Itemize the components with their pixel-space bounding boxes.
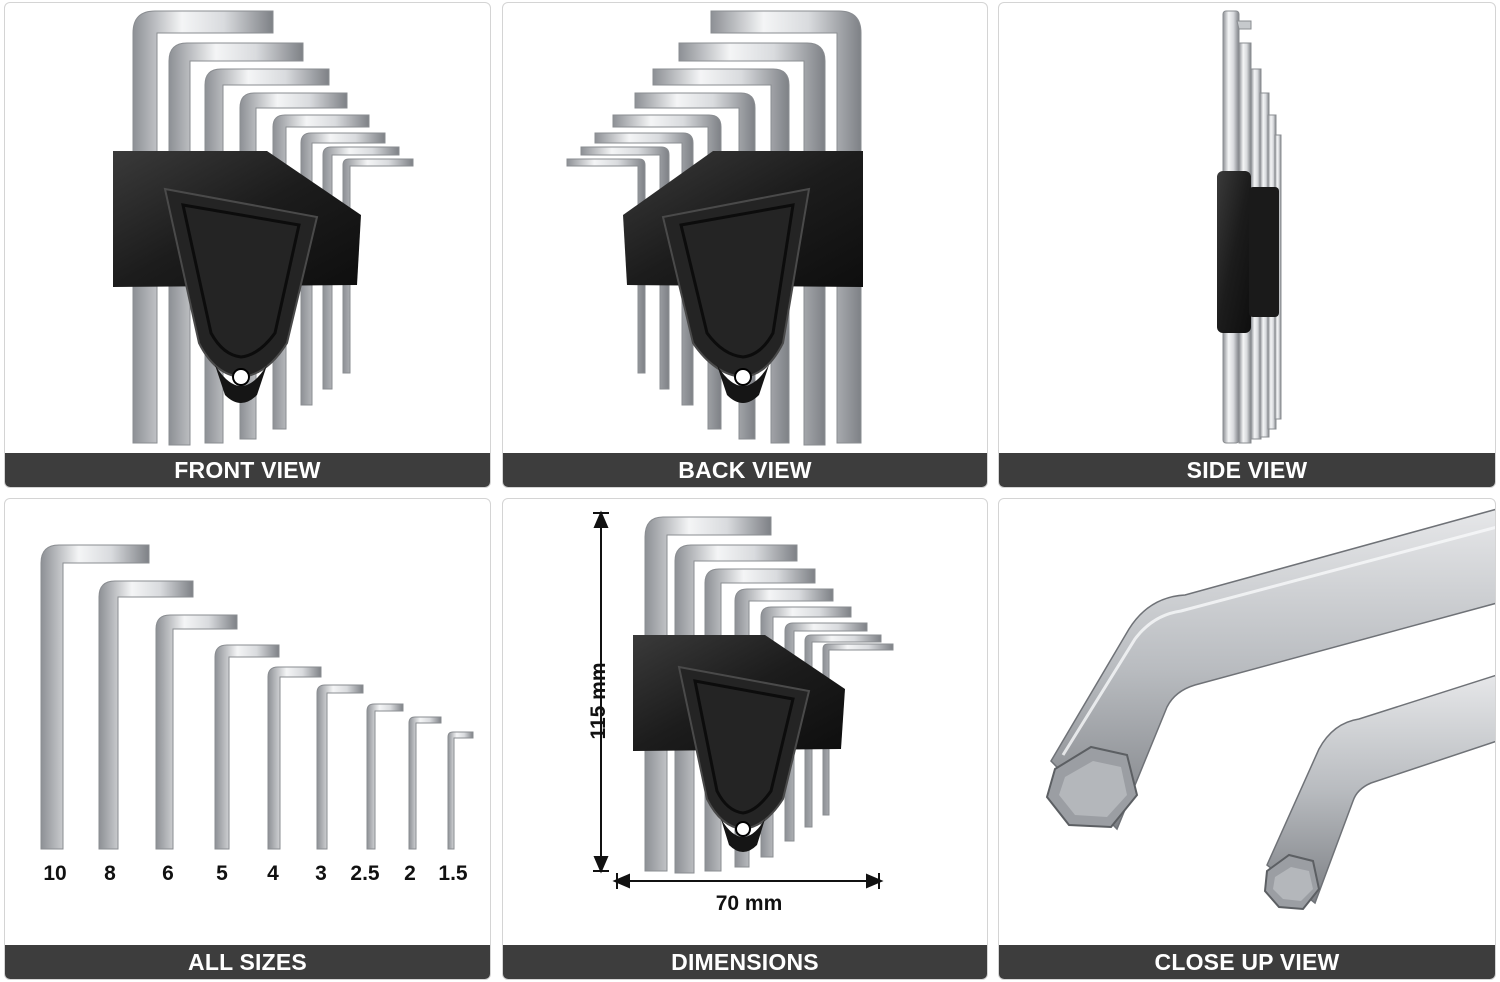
size-label: 2.5 [350, 862, 380, 885]
size-label: 10 [43, 862, 67, 885]
front-view-caption: FRONT VIEW [5, 453, 490, 487]
hex-key-set-sizes [40, 544, 474, 850]
side-view-image [1217, 10, 1282, 444]
size-label: 3 [315, 862, 327, 885]
holder-front [113, 151, 361, 403]
width-arrow [612, 873, 884, 889]
height-label: 115 mm [587, 662, 610, 740]
back-view-image [566, 10, 863, 446]
size-label: 5 [216, 862, 228, 885]
close-up-image [1045, 508, 1495, 911]
size-label: 8 [104, 862, 116, 885]
side-view-panel[interactable]: SIDE VIEW [998, 2, 1496, 488]
hex-keys-front [132, 10, 414, 446]
back-view-panel[interactable]: BACK VIEW [502, 2, 988, 488]
holder-back [623, 151, 863, 403]
close-up-panel[interactable]: CLOSE UP VIEW [998, 498, 1496, 980]
width-label: 70 mm [715, 892, 783, 915]
dimensions-caption: DIMENSIONS [503, 945, 987, 979]
height-arrow [593, 510, 609, 874]
close-up-large-key [1045, 508, 1495, 831]
all-sizes-caption: ALL SIZES [5, 945, 490, 979]
size-label: 1.5 [438, 862, 468, 885]
front-view-panel[interactable]: FRONT VIEW [4, 2, 491, 488]
all-sizes-image [40, 544, 474, 850]
side-view-caption: SIDE VIEW [999, 453, 1495, 487]
hex-keys-back [566, 10, 862, 446]
all-sizes-panel[interactable]: 10 8 6 5 4 3 2.5 2 1.5 ALL SIZES [4, 498, 491, 980]
holder-dimension [633, 635, 845, 852]
back-view-caption: BACK VIEW [503, 453, 987, 487]
size-label: 2 [404, 862, 416, 885]
holder-side [1217, 171, 1279, 333]
hex-keys-dimension [644, 516, 894, 874]
dimensions-panel[interactable]: 115 mm 70 mm DIMENSIONS [502, 498, 988, 980]
close-up-small-key [1263, 674, 1495, 911]
close-up-caption: CLOSE UP VIEW [999, 945, 1495, 979]
size-label: 6 [162, 862, 174, 885]
size-label: 4 [267, 862, 279, 885]
front-view-image [113, 10, 414, 446]
dimensions-image [593, 510, 894, 889]
